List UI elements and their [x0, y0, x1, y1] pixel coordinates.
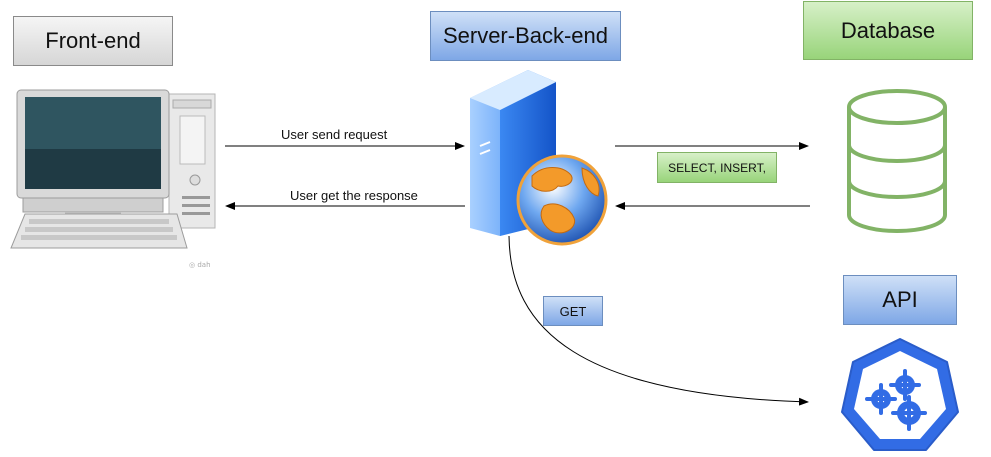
kubernetes-icon[interactable]	[839, 337, 961, 453]
frontend-label[interactable]: Front-end	[13, 16, 173, 66]
api-label[interactable]: API	[843, 275, 957, 325]
desktop-computer-icon[interactable]: ◎ dah	[5, 88, 217, 270]
database-cylinder-icon[interactable]	[845, 87, 949, 235]
api-call-arrow	[508, 235, 809, 406]
request-edge-label: User send request	[281, 127, 388, 142]
svg-text:◎ dah: ◎ dah	[189, 261, 211, 269]
database-label[interactable]: Database	[803, 1, 973, 60]
db-query-tag[interactable]: SELECT, INSERT,	[657, 152, 777, 183]
server-label[interactable]: Server-Back-end	[430, 11, 621, 61]
api-call-tag[interactable]: GET	[543, 296, 603, 326]
response-edge-label: User get the response	[290, 188, 418, 203]
web-server-icon[interactable]	[466, 68, 614, 246]
